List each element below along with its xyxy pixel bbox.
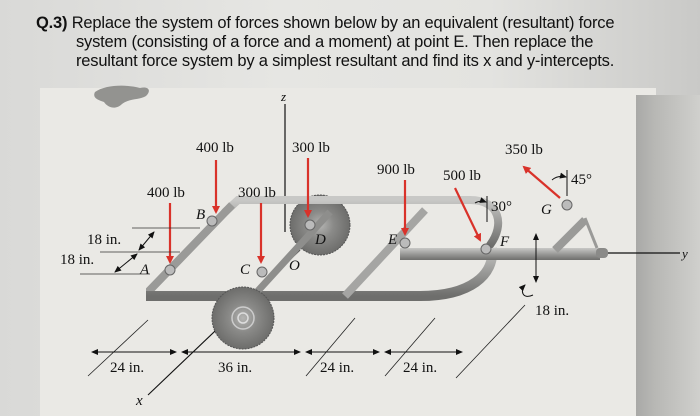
force-arrow-C: 300 lb xyxy=(238,185,276,264)
dimension-y: 24 in. 36 in. 24 in. 24 in. xyxy=(87,304,526,379)
svg-text:400 lb: 400 lb xyxy=(147,185,185,201)
point-C-label: C xyxy=(240,262,251,278)
force-arrow-D: 300 lb xyxy=(292,140,330,218)
angle-30-label: 30° xyxy=(491,199,512,215)
force-arrow-G: 350 lb 45° xyxy=(505,142,592,199)
question-line-3: resultant force system by a simplest res… xyxy=(76,52,615,70)
question-number: Q.3) xyxy=(36,14,68,32)
z-axis: z xyxy=(280,89,286,232)
angle-45-label: 45° xyxy=(571,172,592,188)
x-axis-label: x xyxy=(135,393,143,409)
wheel-front xyxy=(211,286,275,350)
point-G-label: G xyxy=(541,202,552,218)
dimension-24in-2: 24 in. xyxy=(320,360,354,376)
force-arrow-B: 400 lb xyxy=(196,140,234,214)
question-line-2: system (consisting of a force and a mome… xyxy=(76,33,594,51)
y-axis: y xyxy=(608,246,688,261)
svg-text:300 lb: 300 lb xyxy=(292,140,330,156)
dimension-24in-1: 24 in. xyxy=(110,360,144,376)
svg-text:300 lb: 300 lb xyxy=(238,185,276,201)
force-arrow-A: 400 lb xyxy=(147,185,185,264)
force-arrow-F: 500 lb 30° xyxy=(443,168,512,242)
svg-text:400 lb: 400 lb xyxy=(196,140,234,156)
page-shadow xyxy=(636,95,700,416)
y-axis-label: y xyxy=(680,246,688,261)
smudge-mark xyxy=(94,85,149,108)
point-F-label: F xyxy=(499,234,510,250)
origin-O-label: O xyxy=(289,258,300,274)
dimension-18in-top: 18 in. xyxy=(87,232,121,248)
force-arrow-E: 900 lb xyxy=(377,162,415,236)
svg-text:500 lb: 500 lb xyxy=(443,168,481,184)
dimension-24in-3: 24 in. xyxy=(403,360,437,376)
trailer-frame xyxy=(146,196,608,308)
dimension-18in-bottom: 18 in. xyxy=(60,252,94,268)
point-E-label: E xyxy=(387,232,397,248)
question-line-1: Replace the system of forces shown below… xyxy=(71,14,615,32)
z-axis-label: z xyxy=(280,89,286,104)
dimension-x: 18 in. 18 in. xyxy=(60,227,200,275)
svg-text:350 lb: 350 lb xyxy=(505,142,543,158)
dimension-G-height: 18 in. xyxy=(518,233,569,319)
svg-text:900 lb: 900 lb xyxy=(377,162,415,178)
question-text: Q.3) Replace the system of forces shown … xyxy=(36,14,676,71)
point-B-label: B xyxy=(196,207,205,223)
dimension-18in-G: 18 in. xyxy=(535,303,569,319)
dimension-36in: 36 in. xyxy=(218,360,252,376)
point-A-label: A xyxy=(139,262,150,278)
point-D-label: D xyxy=(314,232,326,248)
